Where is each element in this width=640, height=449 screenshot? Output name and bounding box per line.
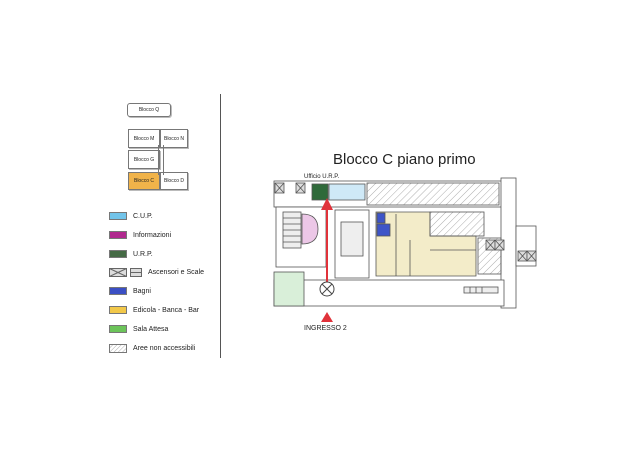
lift-cross-icon: [109, 267, 127, 277]
urp-office-label: Ufficio U.R.P.: [304, 174, 340, 180]
lift-left-2: [295, 182, 306, 194]
lift-right-3: [517, 250, 528, 262]
legend-swatch-wc: [109, 287, 127, 295]
legend-item-closed: Aree non accessibili: [109, 342, 195, 354]
legend-swatch-info: [109, 231, 127, 239]
cup-area: [328, 183, 366, 201]
legend-swatch-cup: [109, 212, 127, 220]
restroom-2: [376, 223, 391, 237]
lift-right-2: [494, 239, 505, 251]
legend-label-urp: U.R.P.: [133, 250, 153, 258]
block-m-label: Blocco M: [133, 135, 155, 142]
legend-item-wait: Sala Attesa: [109, 323, 168, 335]
block-q-label: Blocco Q: [138, 107, 160, 113]
legend-label-wait: Sala Attesa: [133, 325, 169, 333]
stairs-icon: [130, 267, 142, 277]
block-c-highlighted: Blocco C: [128, 172, 160, 190]
hatched-area-inner: [429, 211, 485, 237]
urp-office: [311, 183, 329, 201]
legend-label-closed: Aree non accessibili: [133, 344, 196, 352]
waiting-room: [273, 271, 305, 307]
legend-item-cup: C.U.P.: [109, 210, 153, 222]
entrance-label: INGRESSO 2: [304, 325, 347, 332]
entrance-triangle-icon: [321, 312, 333, 322]
block-g-label: Blocco G: [133, 156, 155, 163]
panel-divider: [220, 94, 221, 358]
stairs-bottom: [463, 286, 499, 294]
hatched-area-icon: [109, 343, 127, 353]
lift-left-1: [274, 182, 285, 194]
legend-item-shop: Edicola - Banca - Bar: [109, 304, 199, 316]
legend-item-urp: U.R.P.: [109, 248, 153, 260]
legend-label-lifts: Ascensori e Scale: [148, 268, 205, 276]
legend-label-info: Informazioni: [133, 231, 172, 239]
legend-label-shop: Edicola - Banca - Bar: [133, 306, 200, 314]
legend-swatch-urp: [109, 250, 127, 258]
block-d: Blocco D: [160, 172, 188, 190]
block-n-label: Blocco N: [163, 135, 184, 142]
lift-right-4: [526, 250, 537, 262]
entrance-cross-icon: [319, 281, 335, 297]
block-c-label: Blocco C: [133, 178, 154, 184]
restroom-1: [376, 212, 386, 224]
legend-item-lifts: Ascensori e Scale: [109, 266, 204, 278]
legend-item-info: Informazioni: [109, 229, 171, 241]
hatched-area-top: [366, 182, 500, 206]
legend-label-wc: Bagni: [133, 287, 151, 295]
block-n: Blocco N: [160, 129, 188, 148]
legend-item-wc: Bagni: [109, 285, 151, 297]
legend-swatch-wait: [109, 325, 127, 333]
block-q: Blocco Q: [127, 103, 171, 117]
block-connector: [158, 145, 164, 175]
lift-right-1: [485, 239, 496, 251]
block-g: Blocco G: [128, 150, 160, 169]
block-m: Blocco M: [128, 129, 160, 148]
block-d-label: Blocco D: [163, 178, 184, 184]
legend-swatch-shop: [109, 306, 127, 314]
map-title: Blocco C piano primo: [333, 151, 476, 168]
info-pink-area: [301, 213, 319, 245]
legend-label-cup: C.U.P.: [133, 212, 153, 220]
route-arrow-head: [321, 198, 333, 210]
